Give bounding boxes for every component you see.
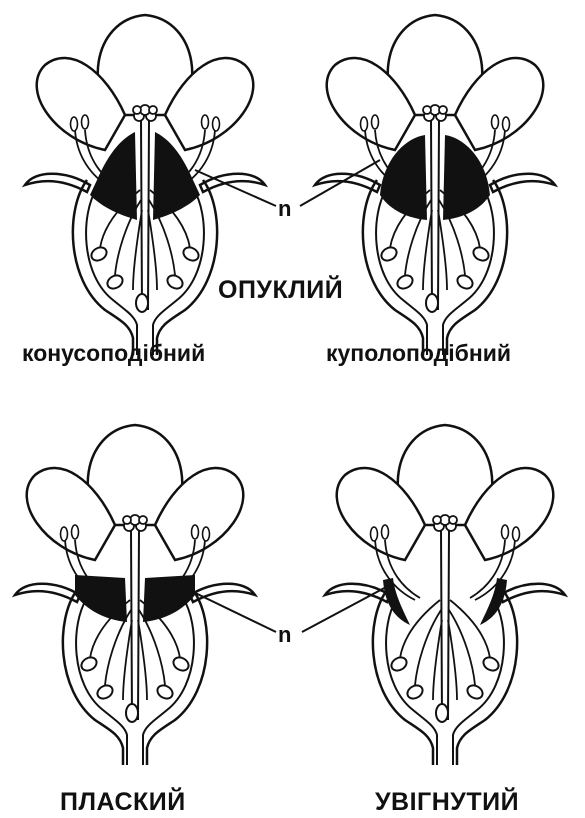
label-flat: ПЛАСКИЙ bbox=[60, 788, 186, 817]
pointer-line bbox=[185, 588, 276, 632]
flower-dome bbox=[315, 15, 555, 355]
receptacle-concave bbox=[383, 578, 507, 625]
pointer-label-top: n bbox=[278, 196, 291, 222]
label-convex: ОПУКЛИЙ bbox=[218, 276, 343, 305]
label-dome: куполоподібний bbox=[326, 340, 511, 367]
pointer-label-bottom: n bbox=[278, 622, 291, 648]
label-conical: конусоподібний bbox=[22, 340, 205, 367]
receptacle-flat bbox=[75, 575, 195, 622]
label-concave: УВІГНУТИЙ bbox=[375, 788, 519, 817]
flower-concave bbox=[325, 425, 565, 765]
flower-flat bbox=[15, 425, 255, 765]
